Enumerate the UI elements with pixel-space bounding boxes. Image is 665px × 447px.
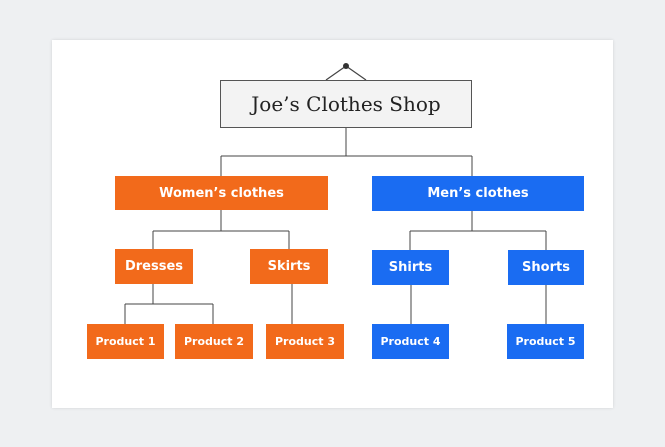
product-node-1: Product 1 <box>87 324 164 359</box>
subcategory-node-shirts: Shirts <box>372 250 449 285</box>
product-label-3: Product 3 <box>274 335 335 348</box>
subcategory-label-shorts: Shorts <box>522 260 570 275</box>
product-label-1: Product 1 <box>95 335 156 348</box>
subcategory-label-dresses: Dresses <box>124 259 184 274</box>
subcategory-node-shorts: Shorts <box>508 250 584 285</box>
category-node-women: Women’s clothes <box>115 176 328 210</box>
category-node-men: Men’s clothes <box>372 176 584 211</box>
root-node: Joe’s Clothes Shop <box>220 80 472 128</box>
category-label-men: Men’s clothes <box>427 186 529 201</box>
subcategory-label-shirts: Shirts <box>388 260 433 275</box>
subcategory-node-skirts: Skirts <box>250 249 328 284</box>
subcategory-label-skirts: Skirts <box>267 259 311 274</box>
category-label-women: Women’s clothes <box>159 185 284 201</box>
root-label: Joe’s Clothes Shop <box>251 92 441 116</box>
subcategory-node-dresses: Dresses <box>115 249 193 284</box>
product-label-2: Product 2 <box>183 335 244 348</box>
product-node-3: Product 3 <box>266 324 344 359</box>
product-node-4: Product 4 <box>372 324 449 359</box>
product-label-5: Product 5 <box>515 335 576 348</box>
product-node-2: Product 2 <box>175 324 253 359</box>
product-node-5: Product 5 <box>507 324 584 359</box>
product-label-4: Product 4 <box>380 335 441 348</box>
